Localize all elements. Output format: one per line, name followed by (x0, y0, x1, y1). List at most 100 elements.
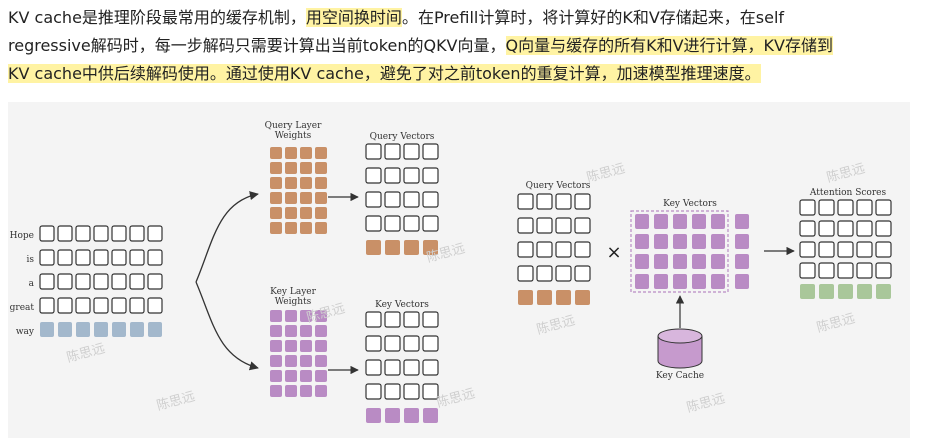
token-cell (76, 322, 90, 337)
query-vectors-grid (365, 143, 439, 255)
query-weight-cell (270, 162, 282, 174)
right-query-vectors-grid (517, 193, 591, 305)
right-query-cell (536, 265, 553, 282)
attention-score-cell (818, 262, 835, 279)
query-layer-weights-grid (270, 147, 327, 234)
right-key-cell (711, 234, 725, 249)
query-weight-cell (300, 177, 312, 189)
key-vectors-label: Key Vectors (375, 300, 429, 310)
token-cell (57, 249, 73, 266)
key-weight-cell (300, 340, 312, 352)
attention-score-cell (799, 199, 816, 216)
key-vector-cell (422, 383, 439, 400)
query-vector-cell (422, 143, 439, 160)
right-key-vectors-label: Key Vectors (663, 199, 717, 209)
text-segment: regressive解码时，每一步解码只需要计算出当前token的QKV向量， (8, 36, 506, 55)
key-weight-cell (285, 325, 297, 337)
query-weight-cell (270, 222, 282, 234)
key-weight-cell (270, 385, 282, 397)
right-query-cell (517, 193, 534, 210)
query-vector-cell (366, 240, 381, 255)
right-query-cell (555, 265, 572, 282)
key-vector-cell (365, 311, 382, 328)
attention-scores-label: Attention Scores (809, 188, 887, 198)
attention-score-cell (837, 262, 854, 279)
query-vector-cell (384, 143, 401, 160)
key-vector-cell (404, 408, 419, 423)
right-key-cell (711, 274, 725, 289)
right-query-cell (574, 193, 591, 210)
token-cell (130, 322, 144, 337)
key-cache-label: Key Cache (656, 371, 704, 381)
right-key-vectors-grid (635, 214, 749, 289)
query-weight-cell (300, 207, 312, 219)
token-cell (93, 225, 109, 242)
watermark-text: 陈思远 (815, 310, 857, 336)
key-weight-cell (285, 370, 297, 382)
query-vector-cell (384, 191, 401, 208)
query-vector-cell (422, 215, 439, 232)
token-cell (129, 297, 145, 314)
token-cell (147, 249, 163, 266)
key-weight-cell (270, 325, 282, 337)
query-weight-cell (300, 192, 312, 204)
query-weight-cell (270, 177, 282, 189)
key-weight-cell (270, 340, 282, 352)
right-key-cell (635, 214, 649, 229)
right-key-cell (635, 254, 649, 269)
watermark-text: 陈思远 (155, 388, 197, 414)
token-cell (75, 297, 91, 314)
attention-score-cell (856, 241, 873, 258)
query-vector-cell (365, 215, 382, 232)
highlight-space-for-time: 用空间换时间 (305, 8, 402, 27)
key-weight-cell (300, 310, 312, 322)
right-query-cell (555, 217, 572, 234)
token-cell (75, 273, 91, 290)
key-weight-cell (315, 325, 327, 337)
right-query-cell (555, 241, 572, 258)
right-query-cell (574, 265, 591, 282)
query-vector-cell (403, 167, 420, 184)
token-cell (39, 297, 55, 314)
right-query-cell (536, 241, 553, 258)
right-key-new-cell (735, 274, 749, 289)
token-cell (147, 297, 163, 314)
attention-score-cell (856, 199, 873, 216)
right-key-cell (654, 254, 668, 269)
token-cell (39, 249, 55, 266)
query-vector-cell (365, 143, 382, 160)
query-vectors-label: Query Vectors (370, 132, 435, 142)
right-query-cell (574, 241, 591, 258)
right-query-cell (556, 290, 571, 305)
token-cell (148, 322, 162, 337)
token-cell (93, 297, 109, 314)
attention-score-cell (837, 241, 854, 258)
key-vector-cell (423, 408, 438, 423)
query-vector-cell (384, 167, 401, 184)
key-vector-cell (422, 335, 439, 352)
right-key-new-cell (735, 234, 749, 249)
key-vector-cell (365, 383, 382, 400)
key-cache-cylinder (657, 328, 703, 369)
attention-score-cell (875, 262, 892, 279)
right-key-cell (635, 274, 649, 289)
token-cell (129, 249, 145, 266)
key-vector-cell (384, 335, 401, 352)
token-cell (75, 249, 91, 266)
query-weight-cell (315, 147, 327, 159)
token-cell (129, 273, 145, 290)
right-key-new-cell (735, 254, 749, 269)
query-weight-cell (270, 147, 282, 159)
key-vector-cell (403, 335, 420, 352)
key-weight-cell (285, 355, 297, 367)
right-query-vectors-label: Query Vectors (526, 181, 591, 191)
attention-score-cell (819, 284, 834, 299)
query-vector-cell (422, 167, 439, 184)
watermark-text: 陈思远 (445, 102, 487, 104)
key-weight-cell (315, 310, 327, 322)
right-key-cell (654, 234, 668, 249)
query-vector-cell (423, 240, 438, 255)
